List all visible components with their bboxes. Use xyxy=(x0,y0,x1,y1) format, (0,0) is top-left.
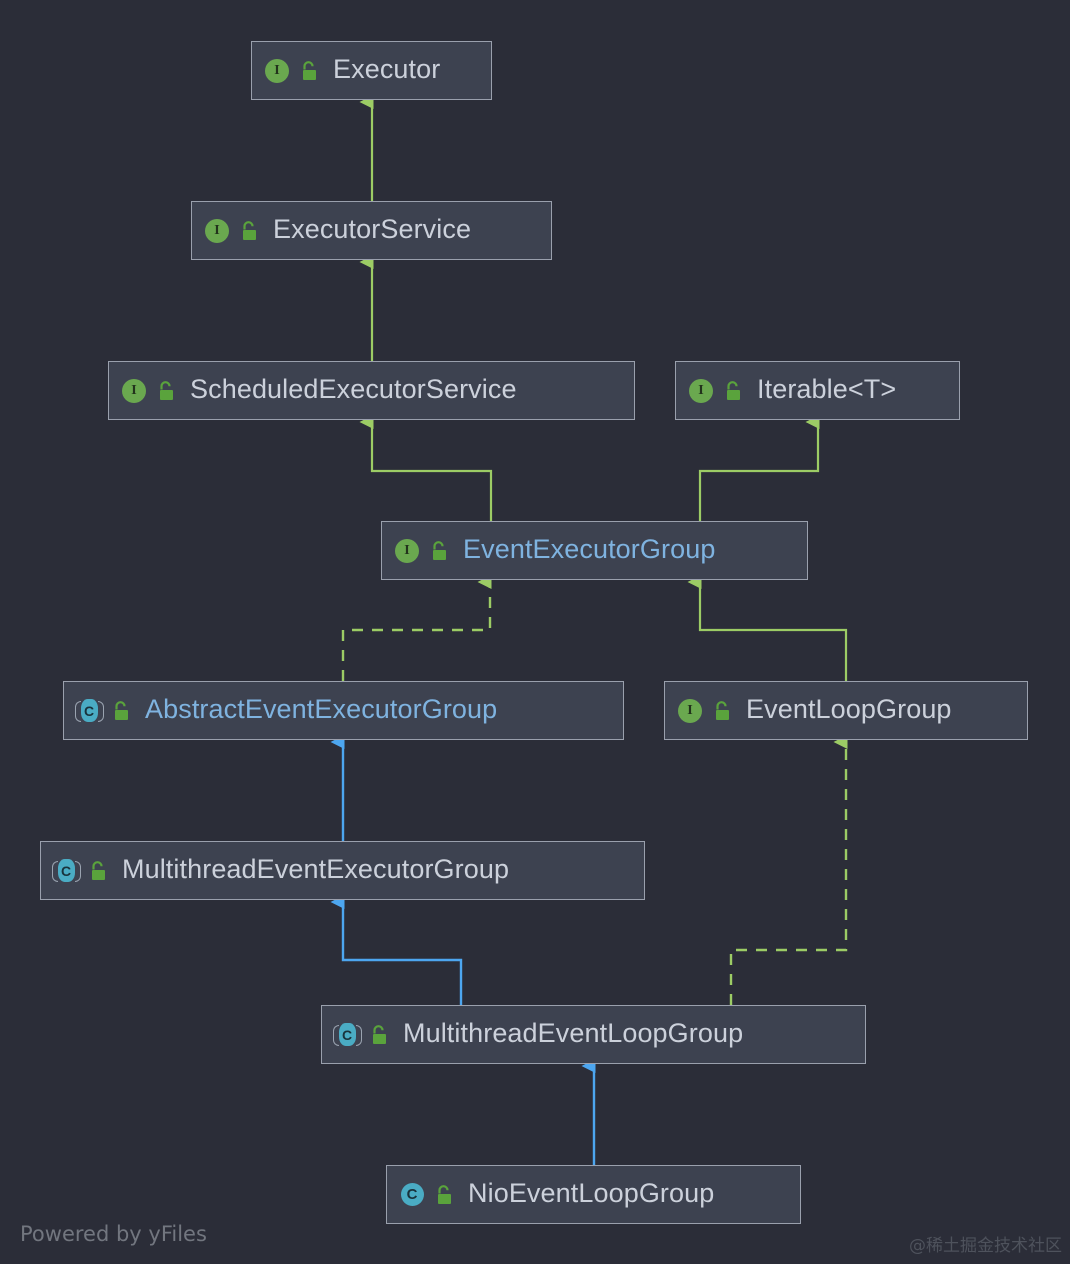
class-node-iterable[interactable]: I Iterable<T> xyxy=(675,361,960,420)
class-node-label: MultithreadEventExecutorGroup xyxy=(122,854,510,884)
class-node-event-loop-group[interactable]: I EventLoopGroup xyxy=(664,681,1028,740)
class-node-label: MultithreadEventLoopGroup xyxy=(403,1018,744,1048)
edge-melg-to-meeg xyxy=(330,895,463,1005)
edge-eeg-to-scheduled xyxy=(359,415,493,521)
class-node-label: ExecutorService xyxy=(273,214,472,244)
abstract-class-icon-glyph: C xyxy=(51,859,81,882)
interface-icon: I xyxy=(264,58,290,84)
unlock-icon xyxy=(303,60,316,80)
unlock-icon xyxy=(433,540,446,560)
interface-icon: I xyxy=(688,378,714,404)
unlock-icon xyxy=(243,220,256,240)
class-node-label: Iterable<T> xyxy=(757,374,897,404)
class-node-event-executor-group[interactable]: I EventExecutorGroup xyxy=(381,521,808,580)
unlock-icon xyxy=(373,1024,386,1044)
abstract-class-icon: C xyxy=(332,1022,362,1048)
interface-icon-glyph: I xyxy=(265,58,289,83)
site-watermark: @稀土掘金技术社区 xyxy=(909,1236,1062,1256)
edge-melg-to-elg xyxy=(729,735,848,1005)
unlock-icon xyxy=(115,700,128,720)
edge-elg-to-eeg xyxy=(687,575,848,681)
class-node-label: EventLoopGroup xyxy=(746,694,952,724)
interface-icon-glyph: I xyxy=(205,218,229,243)
abstract-class-icon: C xyxy=(51,858,81,884)
interface-icon: I xyxy=(121,378,147,404)
class-node-label: AbstractEventExecutorGroup xyxy=(145,694,498,724)
class-node-label: ScheduledExecutorService xyxy=(190,374,517,404)
edge-eeg-to-iterable xyxy=(698,415,820,521)
class-node-scheduled-executor-service[interactable]: I ScheduledExecutorService xyxy=(108,361,635,420)
unlock-icon xyxy=(438,1184,451,1204)
class-node-abstract-event-executor-group[interactable]: C AbstractEventExecutorGroup xyxy=(63,681,624,740)
class-node-multithread-event-executor-group[interactable]: C MultithreadEventExecutorGroup xyxy=(40,841,645,900)
class-node-label: Executor xyxy=(333,54,441,84)
abstract-class-icon-glyph: C xyxy=(332,1023,362,1046)
edge-aeeg-to-eeg xyxy=(341,575,492,681)
interface-icon-glyph: I xyxy=(678,698,702,723)
unlock-icon xyxy=(727,380,740,400)
class-icon-glyph: C xyxy=(400,1183,424,1206)
unlock-icon xyxy=(716,700,729,720)
abstract-class-icon: C xyxy=(74,698,104,724)
interface-icon: I xyxy=(204,218,230,244)
class-node-nio-event-loop-group[interactable]: C NioEventLoopGroup xyxy=(386,1165,801,1224)
interface-icon-glyph: I xyxy=(122,378,146,403)
interface-icon: I xyxy=(677,698,703,724)
unlock-icon xyxy=(160,380,173,400)
class-node-label: EventExecutorGroup xyxy=(463,534,716,564)
class-node-label: NioEventLoopGroup xyxy=(468,1178,715,1208)
class-node-executor[interactable]: I Executor xyxy=(251,41,492,100)
yfiles-watermark: Powered by yFiles xyxy=(20,1222,207,1246)
class-node-executor-service[interactable]: I ExecutorService xyxy=(191,201,552,260)
class-icon: C xyxy=(399,1182,425,1208)
unlock-icon xyxy=(92,860,105,880)
interface-icon-glyph: I xyxy=(395,538,419,563)
interface-icon: I xyxy=(394,538,420,564)
class-node-multithread-event-loop-group[interactable]: C MultithreadEventLoopGroup xyxy=(321,1005,866,1064)
interface-icon-glyph: I xyxy=(689,378,713,403)
abstract-class-icon-glyph: C xyxy=(74,699,104,722)
